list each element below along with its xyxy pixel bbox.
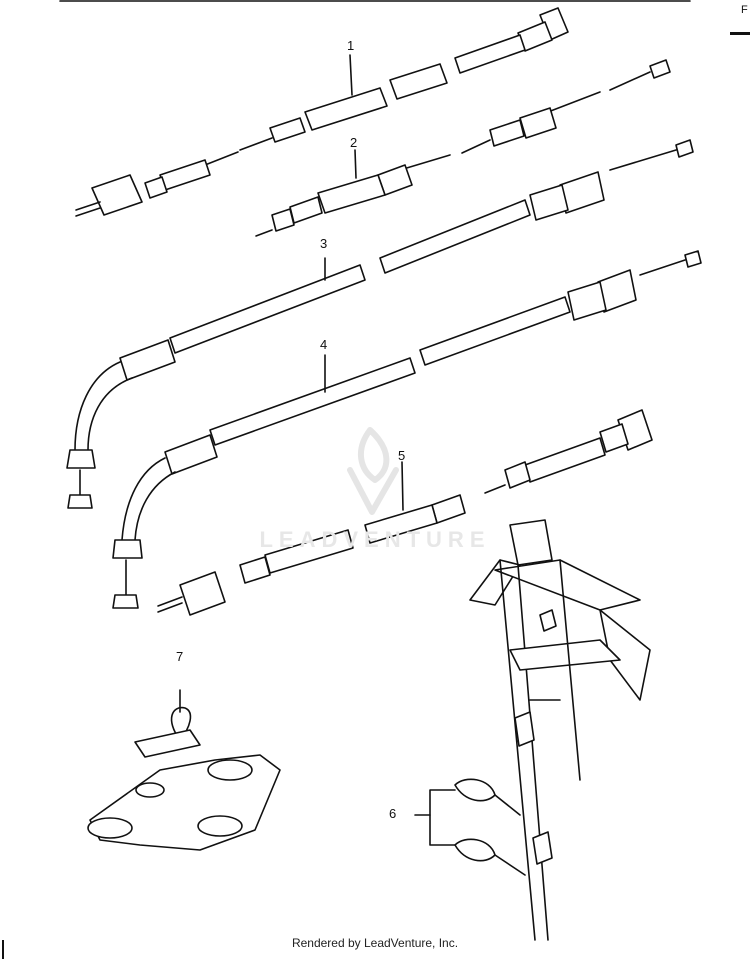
cable-4-end-barrel-lower: [112, 594, 139, 609]
callout-7: 7: [176, 649, 184, 664]
clamp-6: [414, 778, 526, 876]
callout-4: 4: [320, 337, 328, 352]
footer-credit: Rendered by LeadVenture, Inc.: [291, 936, 459, 950]
cable-1-end-nut: [91, 174, 143, 216]
cable-3-end-barrel: [675, 139, 694, 158]
bracket-7: [87, 689, 281, 851]
cable-2: [255, 59, 671, 237]
cable-4-adjuster: [164, 434, 218, 475]
callout-5: 5: [398, 448, 406, 463]
cable-4-end-barrel: [684, 250, 702, 268]
frame-section: [469, 519, 651, 941]
edge-label: F: [741, 4, 748, 16]
cable-3-end-barrel-lower: [67, 494, 93, 509]
clip-7: [170, 706, 192, 741]
callout-2: 2: [350, 135, 358, 150]
cable-1: [75, 7, 569, 217]
cable-3: [66, 139, 694, 509]
clamp-6-upper: [454, 778, 496, 802]
cable-3-adjuster: [119, 339, 176, 381]
callout-1: 1: [347, 38, 355, 53]
frame-bracket-lower: [532, 831, 553, 865]
left-edge-mark: [2, 940, 4, 959]
frame-boss: [539, 609, 557, 632]
watermark-text: LEADVENTURE: [259, 527, 491, 552]
cable-2-end-barrel: [649, 59, 671, 79]
edge-mark: [730, 32, 750, 35]
cable-5: [157, 409, 653, 616]
callout-6: 6: [389, 806, 397, 821]
clamp-6-lower: [454, 838, 496, 862]
frame-bracket-upper: [514, 711, 535, 747]
watermark-emblem: [347, 427, 399, 515]
frame-steering-head: [509, 519, 553, 566]
callout-3: 3: [320, 236, 328, 251]
cable-4: [112, 250, 702, 609]
cable-5-end-nut: [179, 571, 226, 616]
